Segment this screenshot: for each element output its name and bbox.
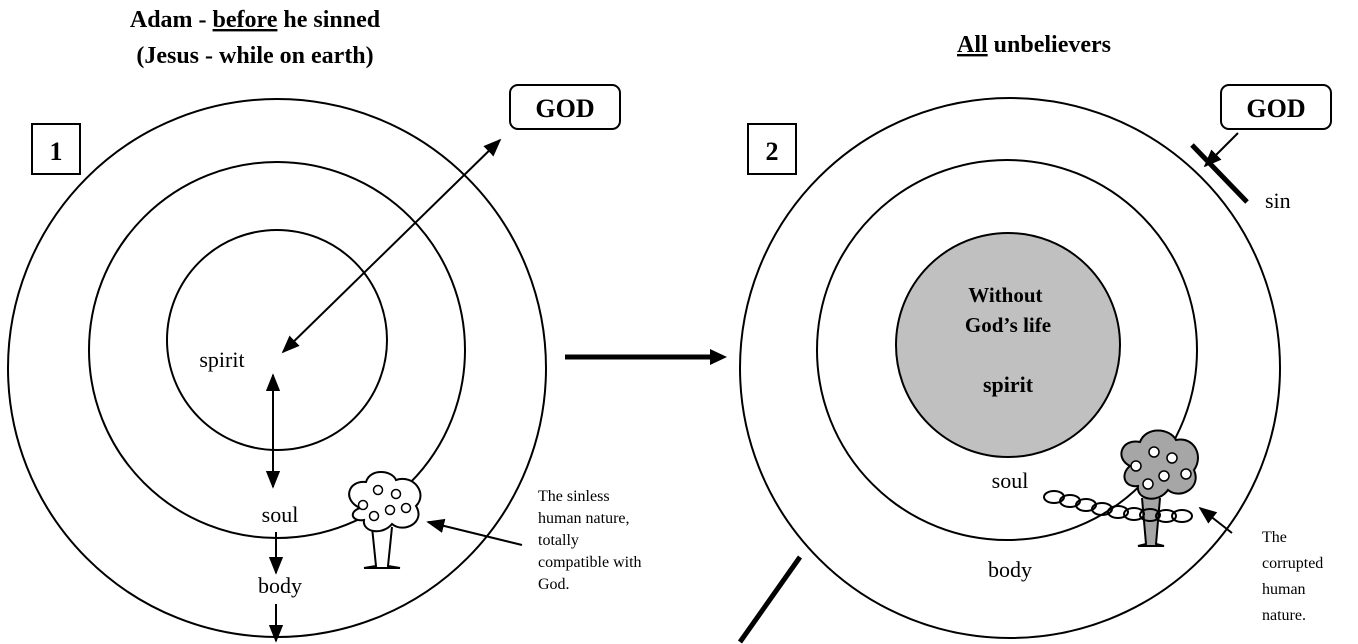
panel2-corrupt-tree-icon (1120, 429, 1199, 547)
panel1-spirit-god-arrow (281, 138, 502, 354)
panel1-note: The sinless human nature, totally compat… (538, 488, 646, 593)
panel2-chain-icon (1043, 490, 1193, 523)
svg-text:GOD: GOD (535, 94, 594, 123)
panel1-note-pointer-arrow (426, 518, 523, 546)
panel2-outer-circle-body (739, 97, 1281, 639)
panel2-note-pointer-arrow (1198, 506, 1233, 534)
panel1-soul-label: soul (262, 502, 299, 527)
panel2-sin-barrier (1190, 143, 1249, 204)
panel2-number-box: 2 (747, 123, 797, 175)
panel2-sin-label: sin (1265, 188, 1291, 213)
panel2-middle-circle-soul (816, 159, 1198, 541)
transition-arrowhead (710, 349, 727, 365)
panel1-title-line1: Adam - before he sinned (130, 7, 381, 33)
svg-text:2: 2 (766, 137, 779, 166)
panel2-spirit-label: spirit (983, 372, 1034, 397)
panel2-god-box: GOD (1220, 84, 1332, 130)
svg-text:1: 1 (50, 137, 63, 166)
panel1-inner-circle-spirit (166, 229, 388, 451)
panel2-title: All unbelievers (957, 32, 1111, 58)
panel2-spirit-caption: Without God’s life (965, 283, 1051, 337)
svg-text:GOD: GOD (1246, 94, 1305, 123)
panel2-soul-label: soul (992, 468, 1029, 493)
panel1-title-line2: (Jesus - while on earth) (136, 43, 373, 69)
panel2-inner-circle-spirit (895, 232, 1121, 458)
continuation-arrow-line (737, 555, 803, 644)
panel2-god-blocked-arrow (1203, 132, 1239, 168)
panel1-number-box: 1 (31, 123, 81, 175)
panel1-spirit-label: spirit (199, 347, 244, 372)
panel1-god-box: GOD (509, 84, 621, 130)
panel2-note: The corrupted human nature. (1262, 529, 1327, 624)
panel2-body-label: body (988, 557, 1032, 582)
panel1-body-label: body (258, 573, 302, 598)
panel1-tree-icon (348, 471, 422, 569)
